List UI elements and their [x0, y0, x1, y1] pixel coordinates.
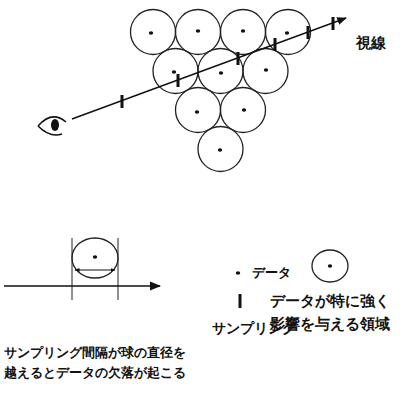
legend-dot-sample	[236, 271, 240, 275]
data-point	[149, 31, 153, 35]
sampling-tick	[237, 52, 240, 65]
sight-line-label: 視線	[356, 32, 400, 55]
data-point	[218, 148, 222, 152]
sphere	[221, 10, 266, 55]
data-point	[219, 71, 223, 75]
sphere	[198, 127, 243, 172]
data-point	[196, 29, 200, 33]
sphere	[198, 49, 243, 94]
data-point	[264, 68, 268, 72]
legend-label: データ	[252, 263, 312, 283]
legend-tick-sample	[239, 294, 242, 308]
sphere-cluster	[131, 10, 311, 172]
sphere	[176, 88, 221, 133]
sampling-tick	[307, 26, 310, 39]
sampling-ticks	[122, 17, 333, 108]
data-point	[285, 31, 289, 35]
legend-label: データが特に強く 影響を与える領域	[266, 290, 394, 337]
note-text: サンプリング間隔が球の直径を 越えるとデータの欠落が起こる	[4, 343, 192, 383]
sampling-tick	[274, 38, 277, 51]
data-points	[149, 29, 289, 152]
sampling-tick	[121, 95, 124, 108]
sphere	[131, 10, 176, 55]
sphere	[243, 49, 288, 94]
sphere	[221, 88, 266, 133]
data-point	[242, 108, 246, 112]
line-of-sight	[72, 18, 346, 119]
sphere	[266, 10, 311, 55]
sampling-tick	[177, 74, 180, 87]
undersampling-example	[4, 238, 160, 300]
data-point	[241, 29, 245, 33]
legend-region-sample	[312, 250, 348, 282]
data-point	[195, 110, 199, 114]
sampling-tick	[332, 17, 335, 30]
eye-symbol	[38, 117, 66, 135]
data-point	[172, 70, 176, 74]
sphere	[176, 10, 221, 55]
